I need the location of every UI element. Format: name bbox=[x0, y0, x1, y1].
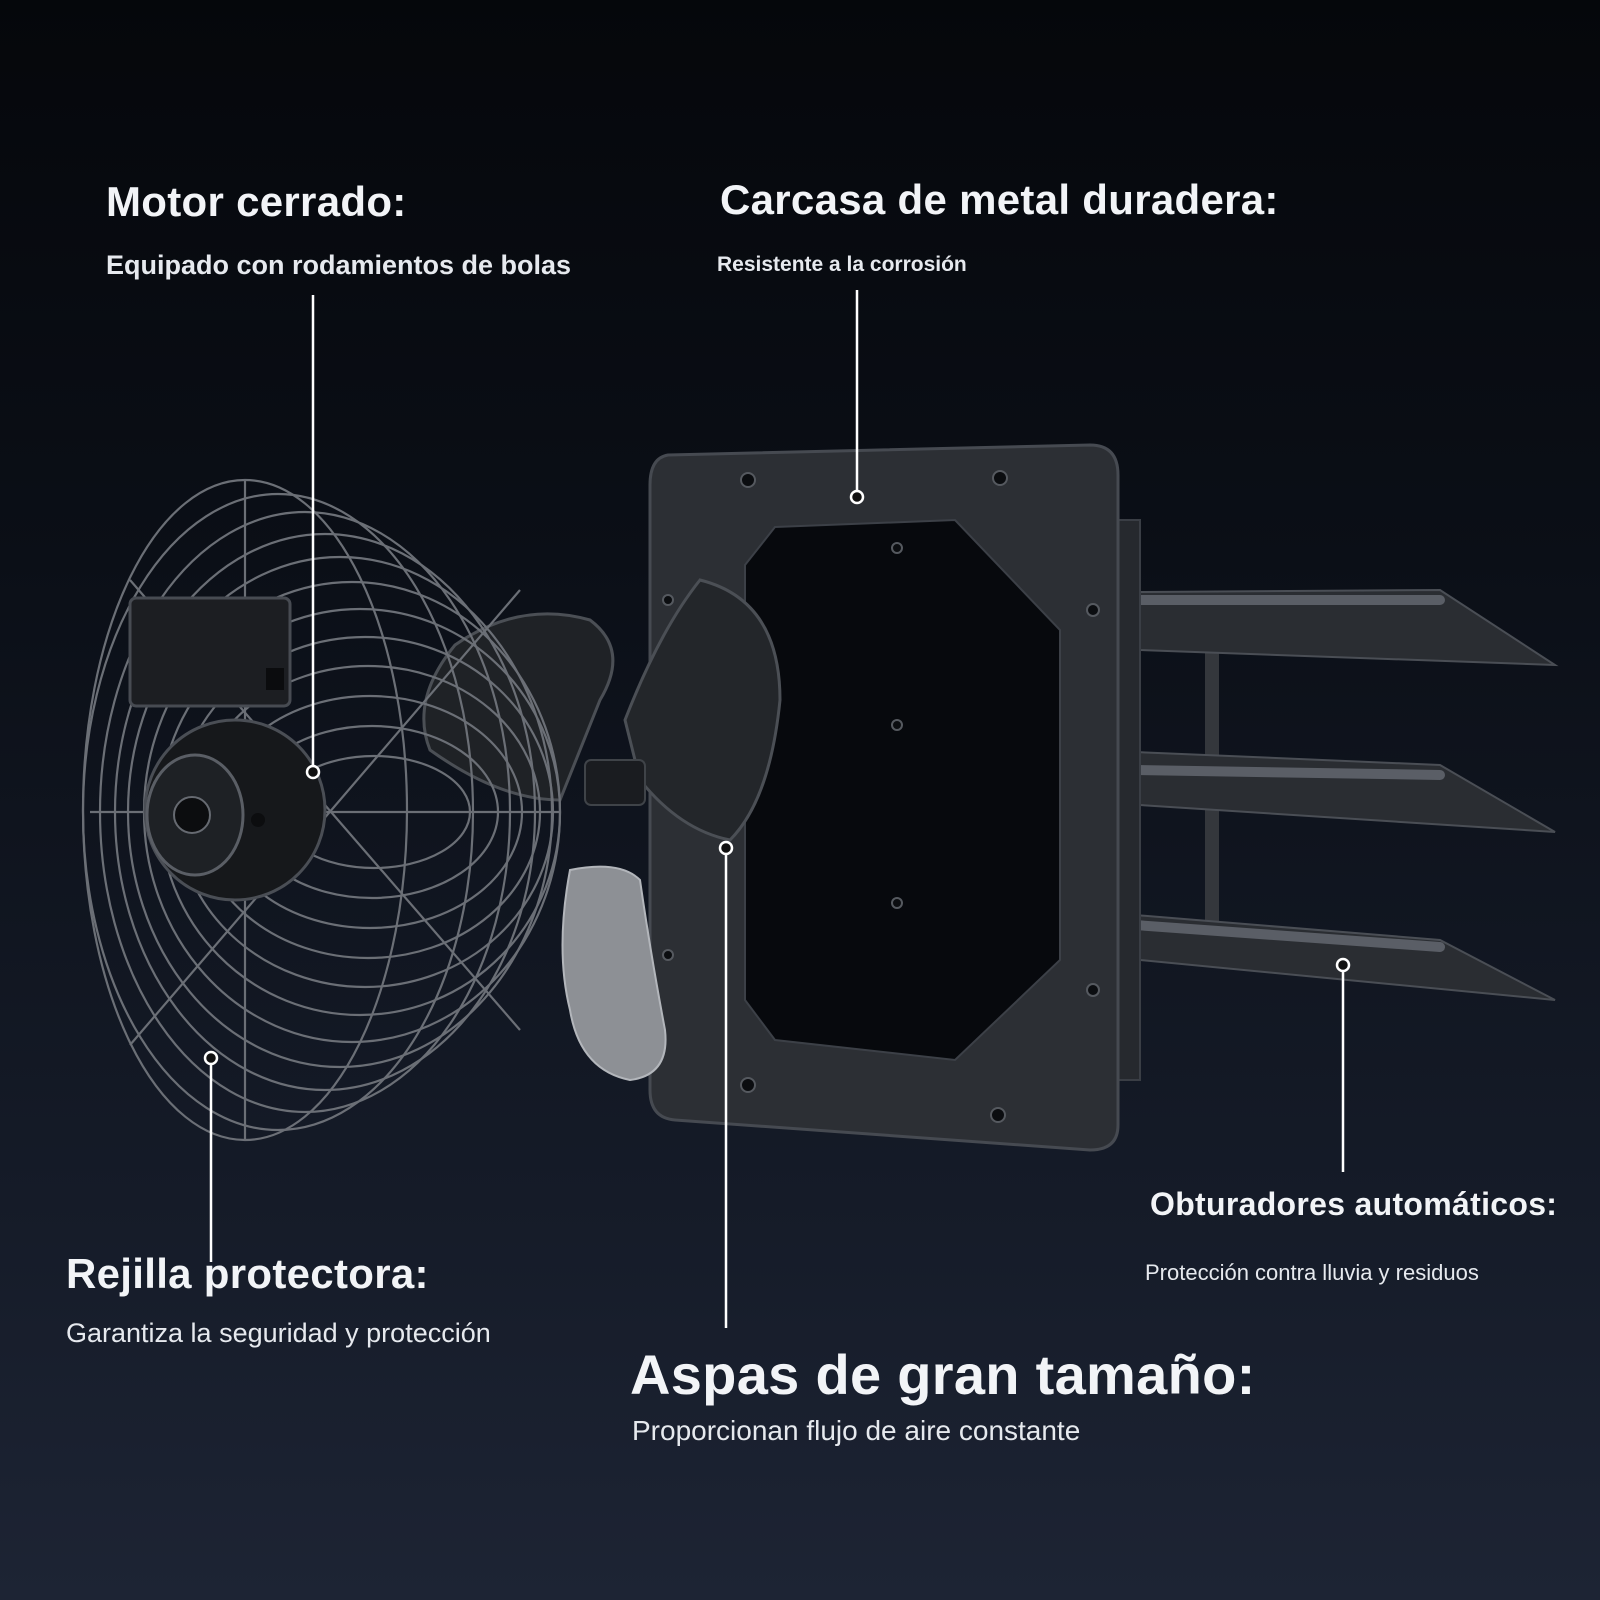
metal-housing-plate bbox=[648, 443, 1141, 1152]
enclosed-motor bbox=[128, 596, 327, 902]
fan-blades bbox=[422, 578, 782, 1082]
leader-lines bbox=[203, 290, 1351, 1328]
shutters-callout-title: Obturadores automáticos: bbox=[1150, 1186, 1558, 1222]
motor-callout-subtitle: Equipado con rodamientos de bolas bbox=[106, 250, 572, 280]
grille-callout-title: Rejilla protectora: bbox=[66, 1250, 429, 1297]
blades-callout-subtitle: Proporcionan flujo de aire constante bbox=[632, 1415, 1081, 1446]
blades-callout-title: Aspas de gran tamaño: bbox=[630, 1343, 1256, 1406]
motor-callout-title: Motor cerrado: bbox=[106, 178, 407, 225]
grille-callout-subtitle: Garantiza la seguridad y protección bbox=[66, 1318, 491, 1348]
housing-callout-title: Carcasa de metal duradera: bbox=[720, 176, 1279, 223]
housing-callout-subtitle: Resistente a la corrosión bbox=[717, 253, 967, 276]
automatic-shutters bbox=[1130, 588, 1559, 1001]
shutters-callout-subtitle: Protección contra lluvia y residuos bbox=[1145, 1260, 1479, 1285]
